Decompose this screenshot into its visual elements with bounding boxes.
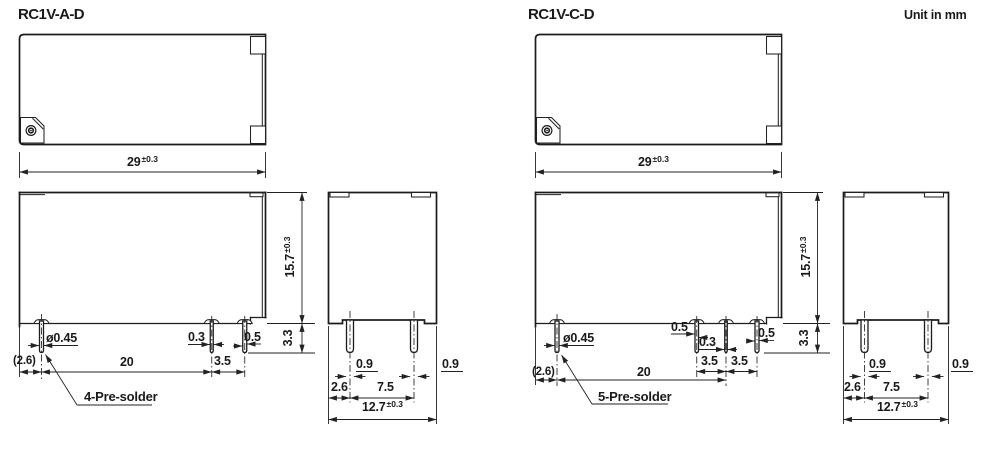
side-pin-width-b-label-c: 0.9 — [952, 357, 969, 371]
front-view-a — [18, 191, 267, 379]
dim-terminal-height-label-c: 3.3 — [797, 329, 811, 347]
dim-height-label-c: 15.7±0.3 — [798, 236, 813, 278]
side-depth-label-a: 12.7±0.3 — [362, 399, 404, 414]
side-edge-offset-label-c: 2.6 — [844, 380, 861, 394]
unit-label: Unit in mm — [904, 8, 967, 22]
dim-pitch-a-label-a: 3.5 — [214, 354, 231, 368]
dim-pin-diameter-label-c: ø0.45 — [563, 331, 594, 345]
front-view-c — [534, 191, 783, 386]
side-edge-offset-label-a: 2.6 — [331, 380, 348, 394]
dim-width-c — [535, 152, 782, 178]
top-view-c — [534, 33, 783, 146]
dim-pin-diameter-label-a: ø0.45 — [46, 331, 77, 345]
dims-side-c — [843, 326, 973, 424]
side-pin-width-a-label-a: 0.9 — [356, 357, 373, 371]
dim-pin-thickness-b-label-c: 0.3 — [699, 335, 716, 349]
side-pitch-label-a: 7.5 — [377, 380, 394, 394]
dim-pitch-main-label-c: 20 — [637, 365, 651, 379]
drawing-title-c: RC1V-C-D — [528, 6, 595, 23]
dim-width-a — [19, 152, 266, 178]
dim-terminal-height-label-a: 3.3 — [281, 329, 295, 347]
top-view-a — [18, 33, 267, 146]
dim-edge-offset-label-c: (2.6) — [532, 366, 555, 378]
dim-pitch-b-label-c: 3.5 — [731, 354, 748, 368]
dim-pitch-main-label-a: 20 — [120, 355, 134, 369]
dim-pin-thickness-b-label-a: 0.5 — [244, 330, 261, 344]
side-pin-width-b-label-a: 0.9 — [442, 357, 459, 371]
dim-pitch-a-label-c: 3.5 — [701, 354, 718, 368]
drawing-title-a: RC1V-A-D — [18, 6, 85, 23]
dim-pin-thickness-c-label-c: 0.5 — [758, 326, 775, 340]
pre-solder-note-c: 5-Pre-solder — [598, 389, 672, 404]
dim-width-label-a: 29±0.3 — [127, 154, 158, 169]
dim-pin-thickness-a-label-a: 0.3 — [188, 330, 205, 344]
pre-solder-note-a: 4-Pre-solder — [84, 389, 158, 404]
side-view-c — [842, 191, 950, 403]
dim-width-label-c: 29±0.3 — [638, 154, 669, 169]
side-depth-label-c: 12.7±0.3 — [877, 399, 919, 414]
dims-front-c — [535, 192, 830, 405]
dims-side-a — [328, 326, 463, 424]
dim-edge-offset-label-a: (2.6) — [13, 355, 36, 367]
side-pitch-label-c: 7.5 — [883, 380, 900, 394]
side-pin-width-a-label-c: 0.9 — [869, 357, 886, 371]
side-view-a — [327, 191, 438, 403]
dim-pin-thickness-a-label-c: 0.5 — [671, 320, 688, 334]
dim-height-label-a: 15.7±0.3 — [282, 236, 297, 278]
dims-front-a — [19, 192, 315, 406]
